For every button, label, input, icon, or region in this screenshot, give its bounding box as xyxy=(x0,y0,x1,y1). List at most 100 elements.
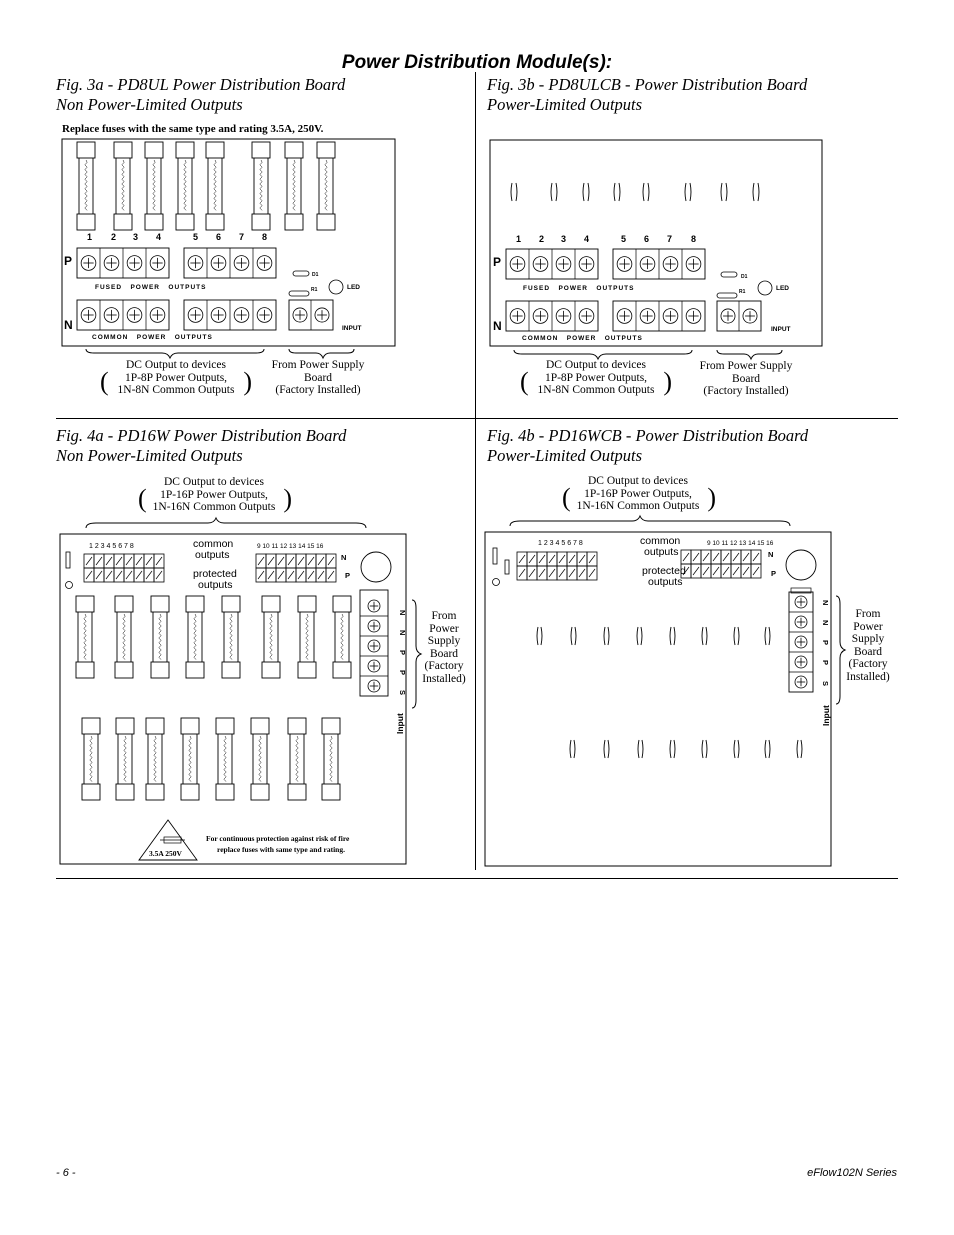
fig3b-input-block-screw-2 xyxy=(742,308,758,324)
fig3a-n-block-a-screw-1 xyxy=(80,307,97,323)
fig4b-left-output-block xyxy=(516,551,598,581)
fig3a-num-3: 3 xyxy=(133,232,138,242)
fig3a-p-block-a-screw-4 xyxy=(149,255,166,271)
fig4a-close-paren: ) xyxy=(283,483,292,513)
fig3a-p-label: P xyxy=(64,254,72,268)
fig4b-protected-outputs-label: outputs xyxy=(648,576,682,588)
vertical-divider-bottom xyxy=(475,418,476,870)
fig4b-clip-top-2 xyxy=(570,626,577,646)
fig3b-n-block-a-screw-3 xyxy=(555,308,572,324)
fig4b-caption-line2: Power-Limited Outputs xyxy=(487,446,643,465)
fig4a-top-components xyxy=(65,551,337,589)
fig3b-dc-line1: DC Output to devices xyxy=(546,359,646,371)
horizontal-divider-middle xyxy=(56,418,898,419)
fig4a-dc-line3: 1N-16N Common Outputs xyxy=(152,501,276,513)
fig4a-caption-line2: Non Power-Limited Outputs xyxy=(56,446,243,465)
fig3a-r1-label: R1 xyxy=(311,287,318,293)
fig3b-n-block-b xyxy=(612,300,706,332)
fig3b-from-line2: Board xyxy=(731,372,761,385)
fig3b-input-terminals xyxy=(716,300,762,332)
fig4b-input-screw-1 xyxy=(794,595,808,609)
fig4b-input-block xyxy=(788,587,814,693)
fig4b-term-label-4: P xyxy=(821,660,830,665)
fig3b-from-supply-label: From Power Supply Board (Factory Install… xyxy=(690,360,802,398)
fig3b-p-block-a-screw-4 xyxy=(578,256,595,272)
fig3a-dc-output-label: DC Output to devices ( 1P-8P Power Outpu… xyxy=(100,359,252,397)
fig3b-n-block-a xyxy=(505,300,599,332)
fig4a-left-output-block xyxy=(83,553,165,583)
fig3b-num-1: 1 xyxy=(516,234,521,244)
fig3b-num-3: 3 xyxy=(561,234,566,244)
fig4a-input-screw-1 xyxy=(367,599,381,613)
fig3a-p-block-a-screw-2 xyxy=(103,255,120,271)
fig3b-p-terminals xyxy=(505,248,706,280)
fig4b-clip-top-1 xyxy=(536,626,543,646)
fig4a-input-screw-3 xyxy=(367,639,381,653)
fig4a-term-label-5: S xyxy=(398,690,407,695)
fig3b-n-block-a-screw-1 xyxy=(509,308,526,324)
fig3b-r1-resistor xyxy=(716,292,738,299)
fig3b-num-4: 4 xyxy=(584,234,589,244)
fig4a-capacitor xyxy=(360,551,392,583)
fig3a-n-block-b-screw-2 xyxy=(210,307,227,323)
fig4b-top-components xyxy=(492,547,762,586)
fig4b-input-screw-5 xyxy=(794,675,808,689)
fig3b-p-block-b-screw-2 xyxy=(639,256,656,272)
fig3b-num-5: 5 xyxy=(621,234,626,244)
fig3b-num-7: 7 xyxy=(667,234,672,244)
fig4b-from-line3: Supply xyxy=(851,633,885,645)
fig4b-top-brace xyxy=(509,514,791,527)
fig4b-from-line4: Board xyxy=(853,645,883,658)
fig3a-input-terminals xyxy=(288,299,334,331)
fig4a-caption-line1: Fig. 4a - PD16W Power Distribution Board xyxy=(56,426,347,445)
fig3b-r1-label: R1 xyxy=(739,289,746,295)
fig3b-clip-top-8 xyxy=(752,182,760,202)
fig3b-caption: Fig. 3b - PD8ULCB - Power Distribution B… xyxy=(487,75,807,115)
fig4a-from-line6: Installed) xyxy=(422,672,466,685)
fig4a-dc-line2: 1P-16P Power Outputs, xyxy=(160,488,268,501)
fig3b-clip-top-2 xyxy=(550,182,558,202)
fig4b-right-output-block xyxy=(680,549,762,579)
fig3b-clip-top-4 xyxy=(613,182,621,202)
fig4a-from-line4: Board xyxy=(429,647,459,660)
fig3b-dc-parens: ( 1P-8P Power Outputs, 1N-8N Common Outp… xyxy=(520,368,672,397)
fig4b-nums-right: 9 10 11 12 13 14 15 16 xyxy=(707,540,774,547)
fig4a-small-led xyxy=(65,581,73,589)
fig4b-from-line2: Power xyxy=(853,620,883,633)
fig3b-n-terminals xyxy=(505,300,706,332)
fig4a-from-line5: (Factory xyxy=(424,660,464,672)
fig4a-fuse-bottom-6 xyxy=(250,717,270,801)
footer-series: eFlow102N Series xyxy=(807,1167,897,1179)
fig3a-n-block-a xyxy=(76,299,170,331)
fig4b-common-label: common xyxy=(640,535,680,547)
fig3b-input-label: INPUT xyxy=(771,326,791,333)
fig4a-from-line3: Supply xyxy=(427,635,461,647)
fig4b-clip-bottom-7 xyxy=(764,739,771,759)
fig4b-input-label: Input xyxy=(821,705,831,726)
fig3a-fuse-3 xyxy=(144,141,164,231)
fig3a-fuses xyxy=(76,141,336,231)
fig3a-dc-line3: 1N-8N Common Outputs xyxy=(117,384,235,396)
fig4b-close-paren: ) xyxy=(707,482,716,512)
fig4b-input-screw-4 xyxy=(794,655,808,669)
fig3b-n-block-b-screw-3 xyxy=(662,308,679,324)
fig3b-num-2: 2 xyxy=(539,234,544,244)
fig4a-right-brace xyxy=(411,599,423,709)
fig3a-input-block-screw-1 xyxy=(292,307,308,323)
fig3b-from-line1: From Power Supply xyxy=(699,360,793,372)
fig3a-num-4: 4 xyxy=(156,232,161,242)
fig3a-p-terminals xyxy=(76,247,277,279)
fig4b-clip-top-6 xyxy=(701,626,708,646)
fig3b-dc-line2: 1P-8P Power Outputs, xyxy=(544,371,648,384)
fig3a-open-paren: ( xyxy=(100,366,109,396)
fig4b-capacitor xyxy=(785,549,817,581)
fig4a-board: 1 2 3 4 5 6 7 8 9 10 11 12 13 14 15 16 c… xyxy=(59,533,407,865)
fig3a-r1-resistor xyxy=(288,290,310,297)
fig4a-fuse-top-8 xyxy=(185,595,205,679)
fig3b-board: 1 2 3 4 5 6 7 8 P FUSED POWER OUTPUTS N … xyxy=(489,139,823,347)
fig4a-dc-line1: DC Output to devices xyxy=(164,476,264,488)
fig3b-p-block-b xyxy=(612,248,706,280)
fig3a-braces xyxy=(85,348,355,360)
fig3a-n-block-b-screw-1 xyxy=(187,307,204,323)
fig3b-led xyxy=(757,280,773,296)
